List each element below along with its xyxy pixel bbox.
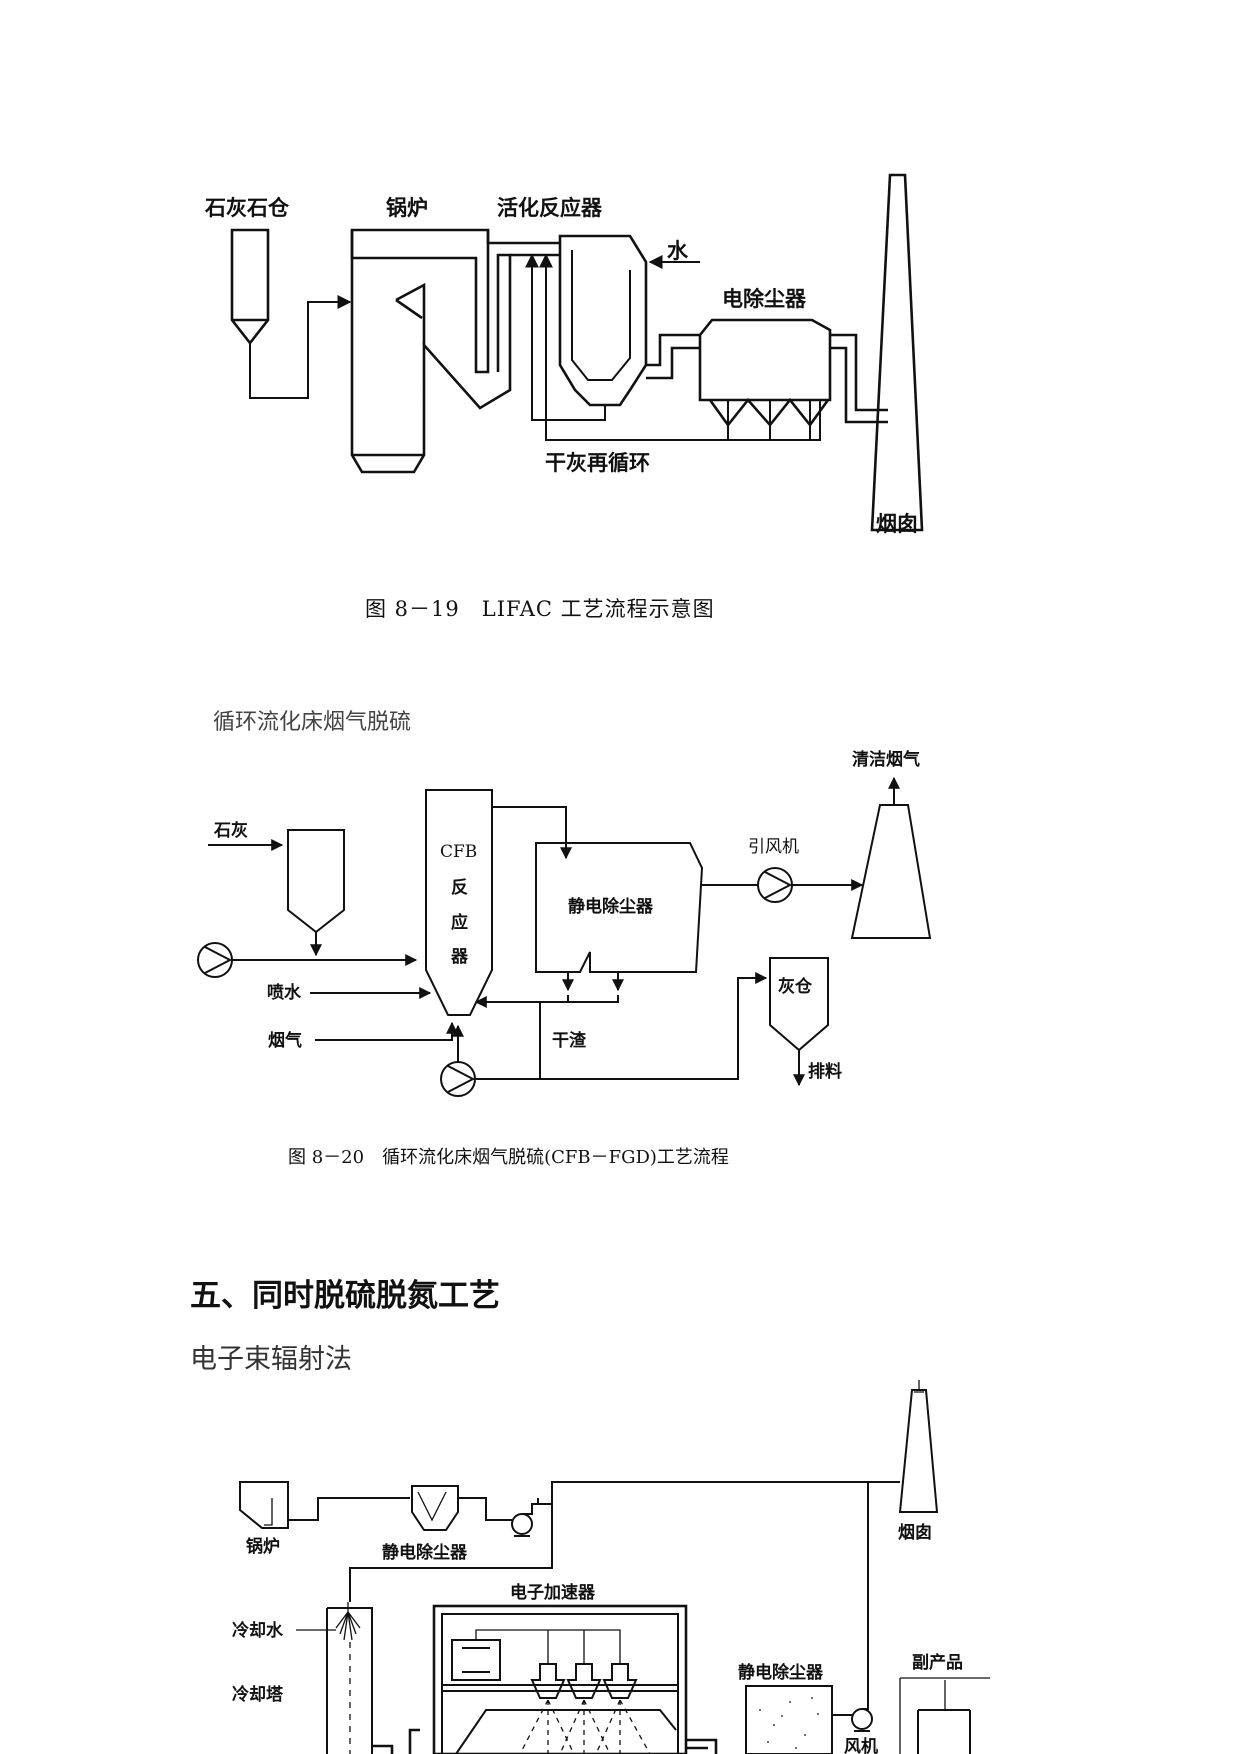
label-limestone-silo: 石灰石仓 bbox=[204, 195, 290, 220]
label-boiler: 锅炉 bbox=[386, 195, 428, 220]
label-esp-2: 静电除尘器 bbox=[568, 896, 654, 917]
eb-esp-1 bbox=[411, 1485, 459, 1531]
label-reactor-1: 反 bbox=[451, 878, 468, 898]
eb-esp-1-hopper bbox=[417, 1491, 447, 1522]
eb-boiler bbox=[239, 1481, 289, 1529]
left-pump-symbol bbox=[204, 946, 233, 974]
label-eb-cooling-tower: 冷却塔 bbox=[232, 1684, 284, 1705]
fan-symbol bbox=[764, 871, 793, 899]
eb-fan-1-outlet bbox=[522, 1503, 538, 1515]
eb-fan-2-outlet bbox=[862, 1652, 869, 1710]
esp-hoppers bbox=[708, 397, 830, 428]
ash-silo bbox=[769, 957, 829, 1052]
left-pump bbox=[197, 942, 233, 978]
recycle-loop bbox=[525, 253, 606, 421]
esp bbox=[698, 318, 832, 402]
electron-beam-process-diagram: 锅炉 静电除尘器 烟囱 冷却水 电子加速器 冷却塔 静电除尘器 副产品 风机 bbox=[232, 1380, 990, 1754]
label-clean-gas: 清洁烟气 bbox=[852, 749, 920, 770]
eb-byproduct-frame bbox=[899, 1677, 990, 1754]
eb-duct-1 bbox=[288, 1497, 410, 1521]
limestone-feed-line bbox=[249, 295, 352, 399]
eb-beam-wires bbox=[475, 1629, 621, 1664]
reactor-top-duct bbox=[492, 806, 572, 860]
chimney bbox=[870, 173, 924, 532]
figure-8-20-caption: 图 8－20 循环流化床烟气脱硫(CFB－FGD)工艺流程 bbox=[288, 1147, 729, 1168]
eb-esp-2-dust bbox=[759, 1697, 819, 1749]
eb-chimney bbox=[898, 1389, 939, 1513]
eb-beam-heads bbox=[530, 1663, 638, 1699]
eb-esp-2 bbox=[745, 1685, 833, 1754]
eb-line-to-tower bbox=[349, 1504, 553, 1602]
eb-reaction-vessel bbox=[455, 1709, 677, 1754]
label-reactor-3: 器 bbox=[450, 947, 469, 967]
cfb-reactor bbox=[425, 789, 493, 1016]
eb-cooling-tower bbox=[326, 1607, 373, 1754]
limestone-silo bbox=[230, 228, 270, 346]
reactor-inner bbox=[571, 250, 631, 381]
label-chimney: 烟囱 bbox=[876, 511, 918, 536]
esp-to-chimney-duct bbox=[830, 333, 888, 424]
eb-tower-to-vessel bbox=[372, 1728, 420, 1754]
label-spray-water: 喷水 bbox=[267, 982, 302, 1003]
label-eb-esp-2: 静电除尘器 bbox=[738, 1662, 824, 1683]
label-discharge: 排料 bbox=[808, 1061, 842, 1082]
label-activation-reactor: 活化反应器 bbox=[497, 195, 603, 220]
label-flue-gas: 烟气 bbox=[268, 1030, 302, 1051]
eb-chimney-top bbox=[914, 1380, 924, 1393]
lifac-process-diagram: 石灰石仓 锅炉 活化反应器 水 电除尘器 干灰再循环 烟囱 图 8－19 LIF… bbox=[204, 173, 924, 621]
eb-byproduct-container bbox=[917, 1709, 971, 1754]
eb-boiler-inner bbox=[264, 1498, 273, 1526]
label-lime: 石灰 bbox=[213, 820, 248, 841]
pump-to-ash-silo bbox=[475, 972, 768, 1080]
eb-duct-2 bbox=[458, 1497, 512, 1521]
label-ash-silo: 灰仓 bbox=[778, 976, 813, 997]
flue-gas-line bbox=[315, 1021, 458, 1041]
cfb-fgd-process-diagram: 清洁烟气 石灰 CFB 反 应 器 静电除尘器 引风机 喷水 烟气 干渣 灰仓 … bbox=[197, 749, 932, 1168]
lime-silo bbox=[287, 829, 345, 934]
eb-fan-1 bbox=[511, 1513, 533, 1535]
label-water: 水 bbox=[667, 238, 689, 263]
eb-accelerator-housing bbox=[432, 1604, 688, 1754]
eb-spray-nozzle bbox=[335, 1602, 361, 1641]
bottom-pump bbox=[440, 1061, 476, 1097]
eb-beam-spray bbox=[519, 1699, 651, 1754]
activation-reactor bbox=[558, 234, 648, 407]
clean-gas-stack bbox=[850, 804, 932, 939]
label-eb-esp-1: 静电除尘器 bbox=[382, 1542, 468, 1563]
boiler-outlet bbox=[486, 230, 560, 257]
subtitle-electron-beam: 电子束辐射法 bbox=[190, 1344, 352, 1375]
label-dry-ash-recycle: 干灰再循环 bbox=[545, 450, 650, 475]
recycle-to-reactor bbox=[474, 995, 619, 1008]
bottom-pump-symbol bbox=[447, 1065, 476, 1093]
label-dry-slag: 干渣 bbox=[552, 1030, 587, 1051]
eb-fan-2 bbox=[851, 1708, 873, 1730]
boiler bbox=[350, 228, 490, 374]
label-eb-fan: 风机 bbox=[844, 1736, 878, 1754]
boiler-nose bbox=[395, 282, 426, 345]
figure-8-19-caption: 图 8－19 LIFAC 工艺流程示意图 bbox=[365, 597, 715, 621]
reactor-to-esp-duct bbox=[646, 333, 700, 380]
esp-hopper-drops bbox=[727, 400, 811, 440]
boiler-body bbox=[350, 230, 512, 474]
label-id-fan: 引风机 bbox=[748, 837, 799, 857]
esp-2 bbox=[535, 842, 704, 973]
label-cfb: CFB bbox=[440, 842, 477, 862]
label-eb-byproduct: 副产品 bbox=[912, 1652, 963, 1673]
label-eb-electron-accelerator: 电子加速器 bbox=[510, 1582, 596, 1603]
label-eb-cooling-water: 冷却水 bbox=[232, 1620, 284, 1641]
section-heading: 五、同时脱硫脱氮工艺 bbox=[190, 1278, 500, 1314]
label-esp: 电除尘器 bbox=[722, 286, 807, 311]
recycle-loop-2 bbox=[539, 253, 821, 441]
eb-vessel-to-esp bbox=[686, 1738, 718, 1754]
induced-draft-fan bbox=[757, 867, 793, 903]
label-eb-boiler: 锅炉 bbox=[246, 1536, 280, 1557]
eb-transformer bbox=[451, 1639, 501, 1681]
subtitle-cfb-fgd: 循环流化床烟气脱硫 bbox=[213, 710, 412, 735]
label-reactor-2: 应 bbox=[451, 912, 468, 933]
label-eb-chimney: 烟囱 bbox=[898, 1522, 932, 1543]
eb-main-header bbox=[537, 1481, 900, 1505]
